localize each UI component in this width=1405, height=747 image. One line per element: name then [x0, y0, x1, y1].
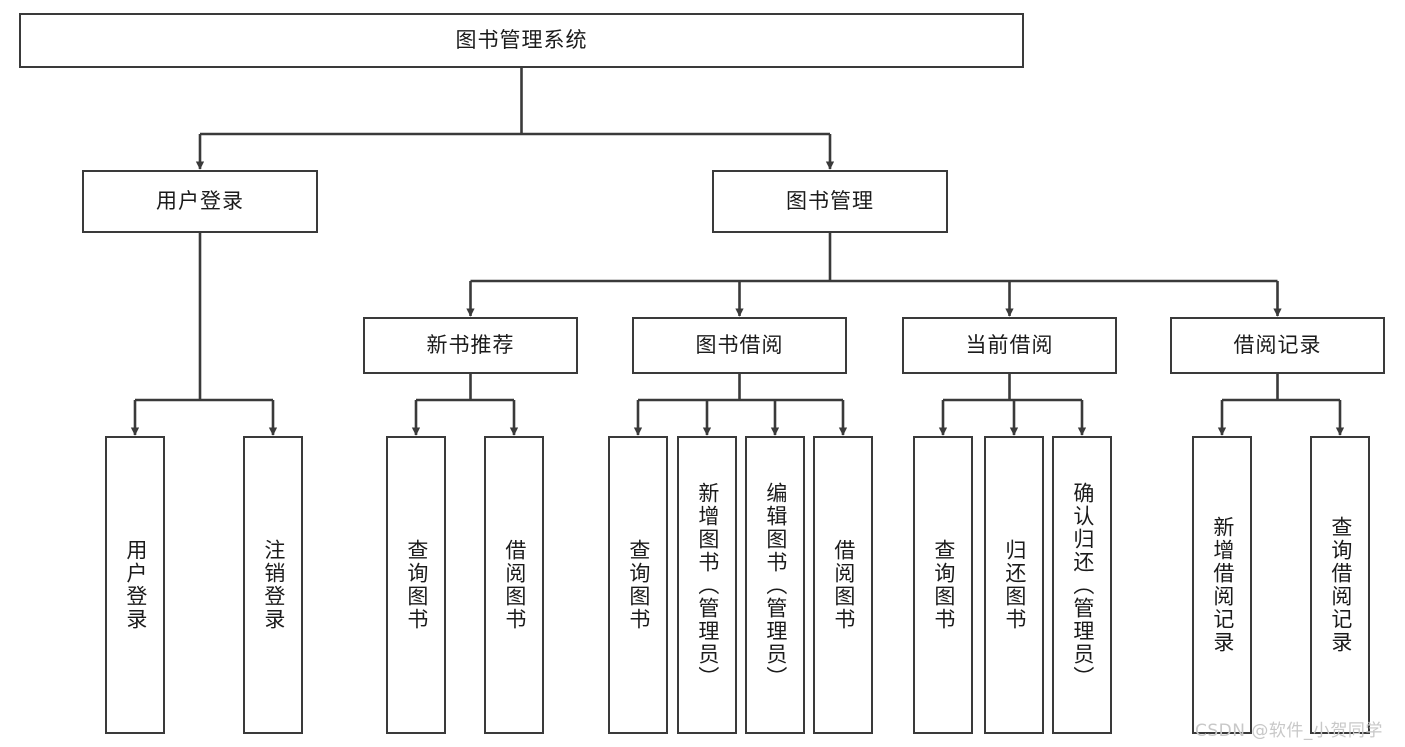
- node-label-leaf5: 查询图书: [626, 539, 651, 631]
- node-label-leaf6: 新增图书（管理员）: [695, 481, 720, 689]
- node-leaf13[interactable]: 查询借阅记录: [1310, 436, 1370, 734]
- node-label-records: 借阅记录: [1233, 332, 1322, 357]
- node-leaf4[interactable]: 借阅图书: [484, 436, 544, 734]
- node-label-current: 当前借阅: [965, 332, 1054, 357]
- node-leaf5[interactable]: 查询图书: [608, 436, 668, 734]
- node-label-leaf13: 查询借阅记录: [1328, 516, 1353, 654]
- node-label-leaf1: 用户登录: [123, 539, 148, 631]
- node-label-leaf2: 注销登录: [261, 539, 286, 631]
- node-label-leaf11: 确认归还（管理员）: [1070, 481, 1095, 689]
- node-label-newbook: 新书推荐: [426, 332, 515, 357]
- node-leaf6[interactable]: 新增图书（管理员）: [677, 436, 737, 734]
- node-label-login: 用户登录: [156, 188, 244, 213]
- node-leaf11[interactable]: 确认归还（管理员）: [1052, 436, 1112, 734]
- node-leaf9[interactable]: 查询图书: [913, 436, 973, 734]
- node-label-root: 图书管理系统: [455, 27, 588, 52]
- node-leaf10[interactable]: 归还图书: [984, 436, 1044, 734]
- node-bookmgmt[interactable]: 图书管理: [712, 170, 948, 233]
- node-leaf3[interactable]: 查询图书: [386, 436, 446, 734]
- node-current[interactable]: 当前借阅: [902, 317, 1117, 374]
- node-label-leaf7: 编辑图书（管理员）: [763, 481, 788, 689]
- node-label-leaf8: 借阅图书: [831, 539, 856, 631]
- node-root[interactable]: 图书管理系统: [19, 13, 1024, 68]
- node-records[interactable]: 借阅记录: [1170, 317, 1385, 374]
- node-label-leaf12: 新增借阅记录: [1210, 516, 1235, 654]
- node-label-borrow: 图书借阅: [695, 332, 784, 357]
- node-label-bookmgmt: 图书管理: [786, 188, 874, 213]
- node-leaf7[interactable]: 编辑图书（管理员）: [745, 436, 805, 734]
- node-leaf1[interactable]: 用户登录: [105, 436, 165, 734]
- node-login[interactable]: 用户登录: [82, 170, 318, 233]
- node-label-leaf9: 查询图书: [931, 539, 956, 631]
- node-label-leaf3: 查询图书: [404, 539, 429, 631]
- node-leaf2[interactable]: 注销登录: [243, 436, 303, 734]
- node-label-leaf4: 借阅图书: [502, 539, 527, 631]
- node-borrow[interactable]: 图书借阅: [632, 317, 847, 374]
- node-newbook[interactable]: 新书推荐: [363, 317, 578, 374]
- node-leaf12[interactable]: 新增借阅记录: [1192, 436, 1252, 734]
- node-leaf8[interactable]: 借阅图书: [813, 436, 873, 734]
- node-label-leaf10: 归还图书: [1002, 539, 1027, 631]
